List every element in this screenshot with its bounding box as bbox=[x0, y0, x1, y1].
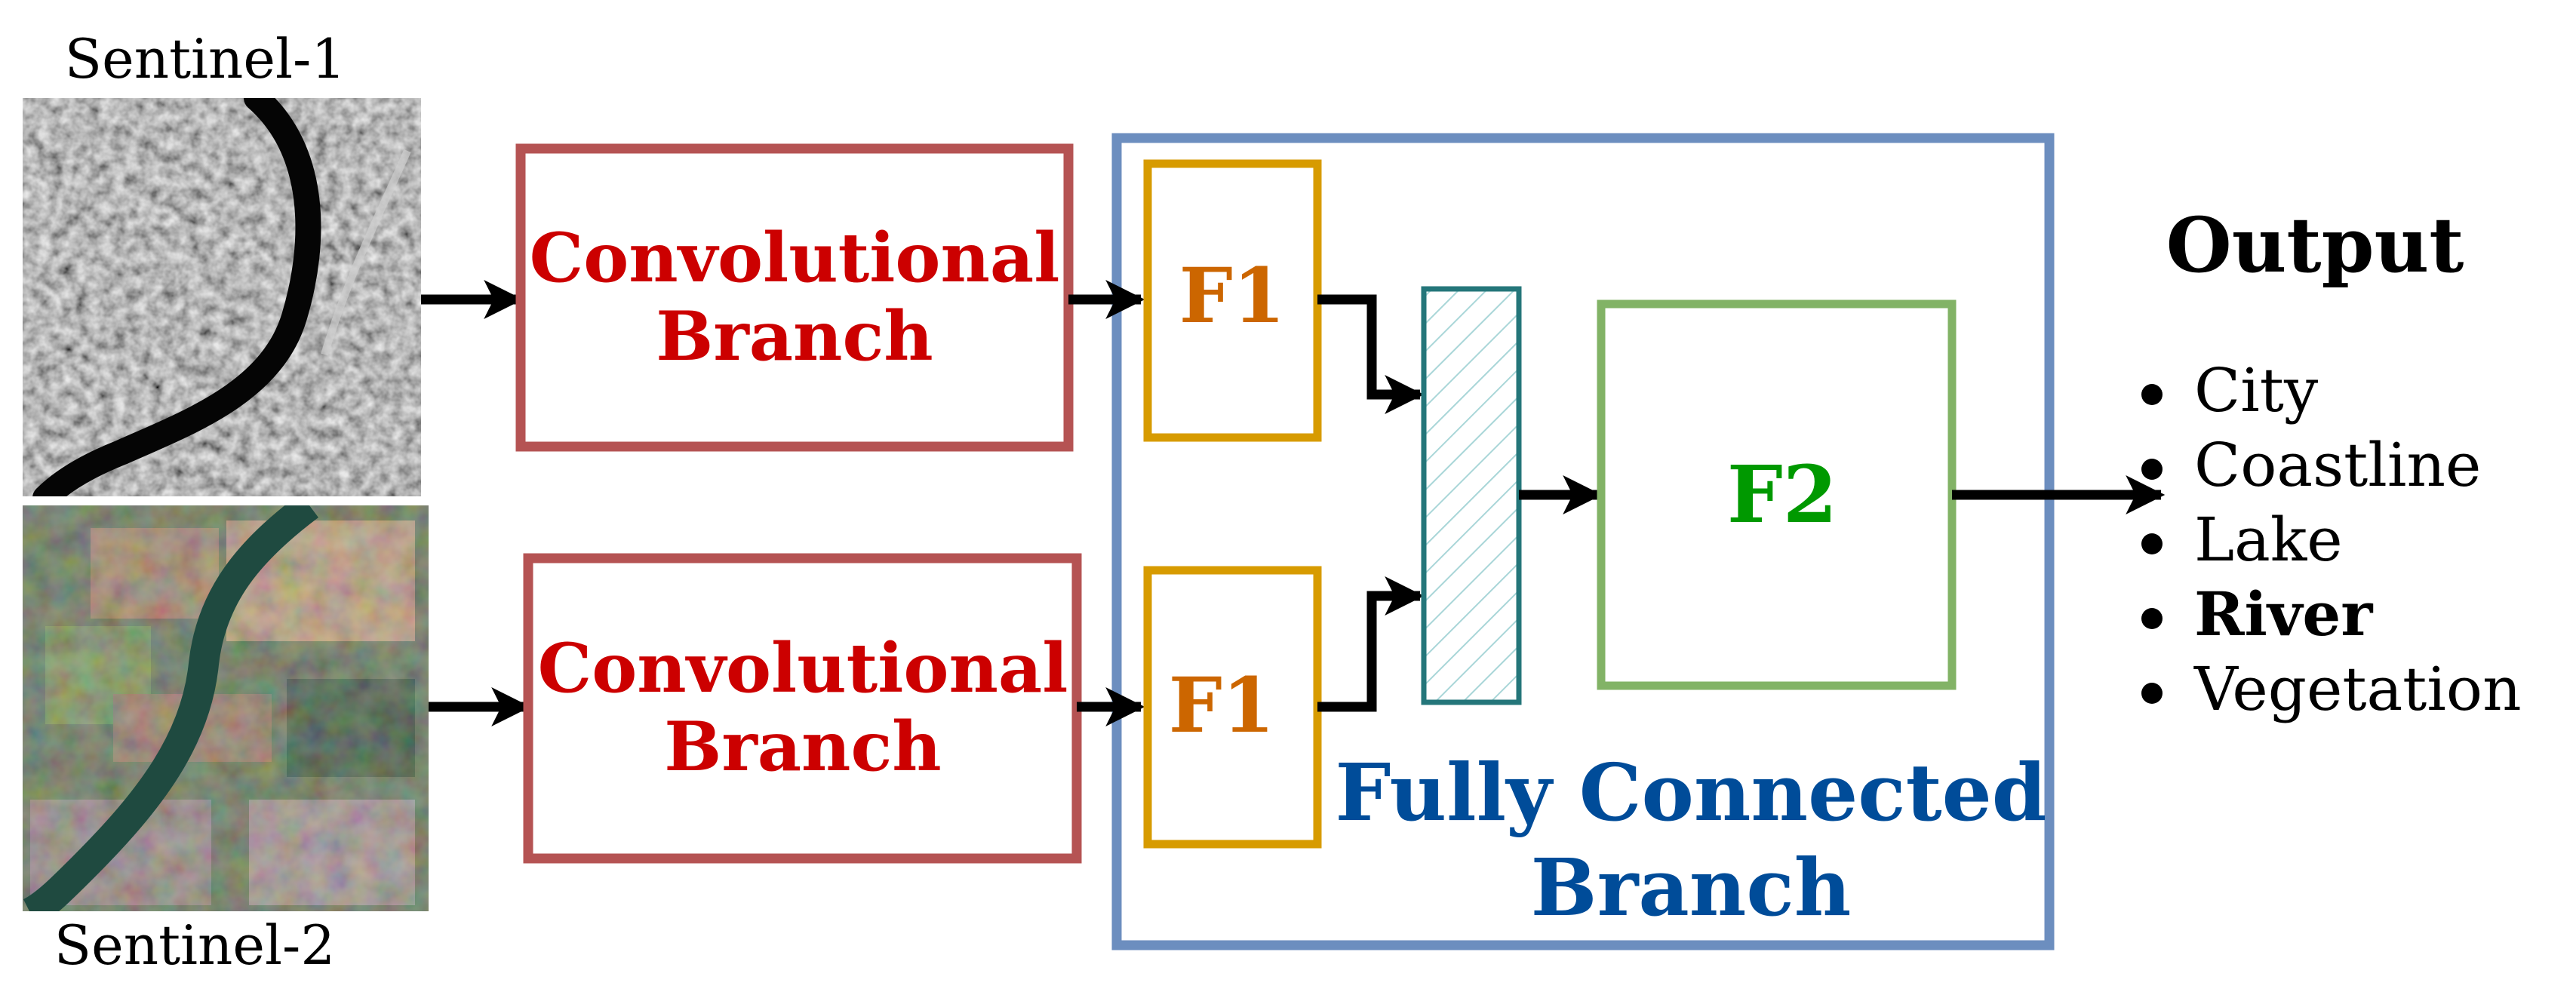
output-class-river: River bbox=[2194, 579, 2373, 649]
output-bullet bbox=[2141, 384, 2163, 405]
output-bullet bbox=[2141, 608, 2163, 629]
concat-layer bbox=[1421, 286, 1522, 705]
output-bullet bbox=[2141, 459, 2163, 480]
f1-block-top: F1 bbox=[1143, 159, 1322, 442]
sentinel-2-image bbox=[23, 505, 429, 911]
output-class-lake: Lake bbox=[2194, 505, 2343, 575]
output-bullet bbox=[2141, 533, 2163, 554]
arrow-f1-bottom-to-concat bbox=[1317, 576, 1425, 712]
sentinel-1-image bbox=[23, 98, 421, 496]
output-title: Output bbox=[2166, 201, 2464, 290]
sentinel-1-label: Sentinel-1 bbox=[65, 27, 346, 91]
conv-branch-bottom-line1: Convolutional bbox=[538, 628, 1068, 708]
fc-branch-title-line2: Branch bbox=[1531, 841, 1852, 934]
output-class-city: City bbox=[2194, 355, 2318, 425]
f2-block: F2 bbox=[1597, 299, 1957, 690]
output-bullet bbox=[2141, 683, 2163, 704]
conv-branch-top-line1: Convolutional bbox=[530, 218, 1060, 298]
conv-branch-top: Convolutional Branch bbox=[515, 143, 1074, 452]
fc-branch-title-line1: Fully Connected bbox=[1335, 746, 2046, 839]
output-class-coastline: Coastline bbox=[2194, 430, 2481, 500]
sentinel-2-label: Sentinel-2 bbox=[54, 914, 335, 977]
f2-label: F2 bbox=[1727, 448, 1837, 541]
conv-branch-bottom-line2: Branch bbox=[664, 707, 941, 787]
arrow-f1-top-to-concat bbox=[1317, 294, 1425, 414]
conv-branch-bottom: Convolutional Branch bbox=[523, 553, 1082, 864]
output-class-vegetation: Vegetation bbox=[2193, 654, 2522, 724]
conv-branch-top-line2: Branch bbox=[656, 296, 933, 376]
f1-block-bottom: F1 bbox=[1143, 566, 1322, 849]
f1-bottom-label: F1 bbox=[1169, 661, 1275, 750]
f1-top-label: F1 bbox=[1179, 251, 1286, 340]
fc-branch: Fully Connected Branch bbox=[1111, 133, 2055, 950]
